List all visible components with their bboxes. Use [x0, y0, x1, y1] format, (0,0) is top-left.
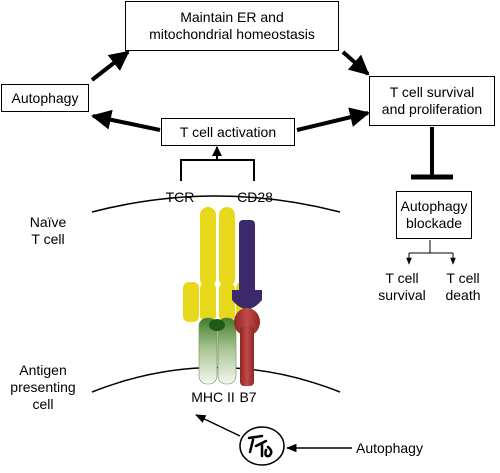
t-cell-activation-box: T cell activation — [161, 118, 295, 146]
blockade-fork — [406, 240, 456, 265]
peptide-antigen — [209, 319, 225, 331]
arrow-activation-to-autophagy — [91, 109, 161, 132]
arrow-activation-to-survival — [296, 107, 370, 132]
maintain-homeostasis-box: Maintain ER and mitochondrial homeostasi… — [125, 1, 339, 51]
autophagy-bottom-label: Autophagy — [356, 440, 423, 456]
survival-proliferation-box: T cell survival and proliferation — [369, 76, 495, 126]
cd28-label: CD28 — [237, 189, 273, 205]
autophagy-blockade-box: Autophagy blockade — [396, 191, 472, 239]
arrow-maintain-to-survival — [341, 50, 370, 76]
arrow-autophagy-to-maintain — [90, 50, 130, 82]
arrow-vesicle-to-mhc — [195, 414, 241, 437]
t-cell-survival-label: T cell survival — [378, 270, 426, 303]
b7-label: B7 — [239, 389, 257, 405]
b7-molecule — [234, 308, 260, 386]
cd28-receptor — [232, 220, 262, 309]
apc-label: Antigen presenting cell — [10, 362, 76, 412]
receptor-bracket — [180, 146, 255, 181]
mhc-ii-label: MHC II — [191, 389, 235, 405]
mhc-ii-molecule — [198, 317, 237, 385]
tcr-label: TCR — [165, 189, 195, 205]
autophagosome-icon — [239, 426, 285, 466]
t-cell-death-label: T cell death — [445, 270, 481, 303]
naive-t-cell-label: Naïve T cell — [29, 214, 67, 247]
autophagy-box: Autophagy — [1, 84, 89, 112]
t-cell-membrane — [91, 195, 341, 213]
